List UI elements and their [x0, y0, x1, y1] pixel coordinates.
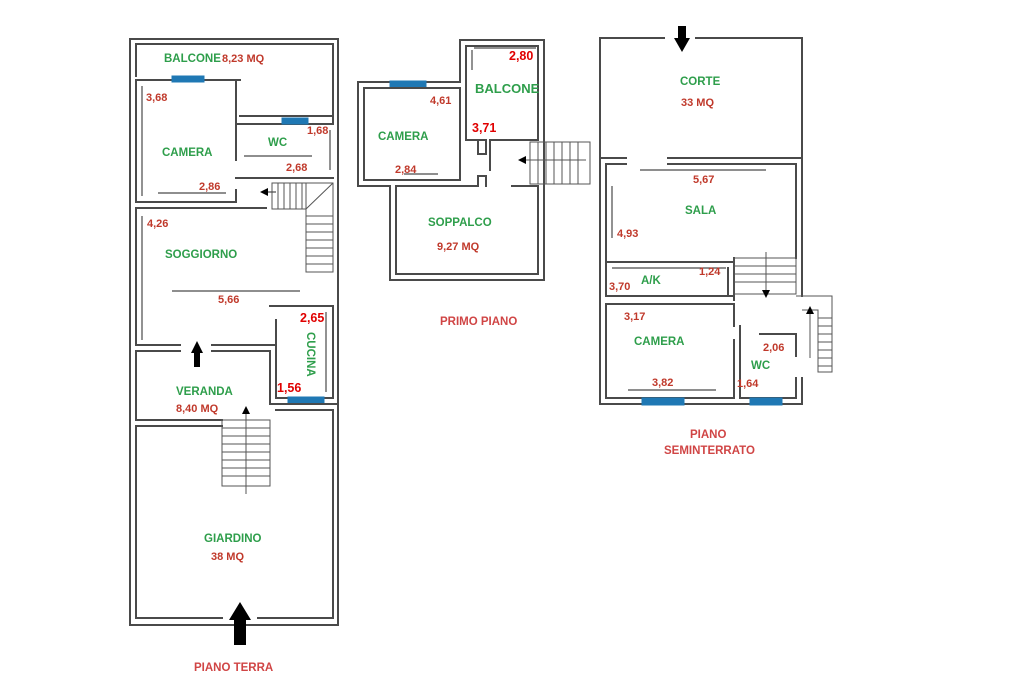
- room-label-wc-sem: WC: [751, 360, 770, 372]
- dim-balcone-primo-h: 3,71: [472, 121, 496, 135]
- stair-arrow-icon: [806, 306, 814, 314]
- room-label-giardino: GIARDINO: [204, 533, 262, 545]
- outer-wall-primo: [357, 39, 545, 281]
- plan-primo-piano: CAMERA 4,61 2,84 2,80 BALCONE 3,71 SOPPA…: [357, 39, 591, 328]
- room-label-soppalco: SOPPALCO: [428, 217, 492, 229]
- area-giardino: 38 MQ: [211, 551, 244, 563]
- dim-wc-w: 2,68: [286, 162, 307, 174]
- room-label-corte: CORTE: [680, 76, 721, 88]
- floor-title-primo: PRIMO PIANO: [440, 316, 517, 328]
- room-label-sala: SALA: [685, 205, 716, 217]
- window: [641, 397, 685, 406]
- stair-arrow-icon: [242, 406, 250, 414]
- plan-piano-terra: BALCONE 8,23 MQ 3,68 CAMERA 2,86 WC 1,68…: [129, 38, 339, 674]
- stairs: [526, 141, 591, 185]
- dim-cucina-w: 1,56: [277, 381, 301, 395]
- floor-title-sem-2: SEMINTERRATO: [664, 445, 755, 457]
- floor-title-sem-1: PIANO: [690, 429, 726, 441]
- stairs: [733, 252, 833, 373]
- dim-camera-sem-w: 3,82: [652, 377, 673, 389]
- dim-soggiorno-h: 4,26: [147, 218, 168, 230]
- dim-wc-h: 1,68: [307, 125, 328, 137]
- dim-ak-w: 1,24: [699, 266, 721, 278]
- window: [281, 117, 309, 125]
- dim-wc-sem-h: 2,06: [763, 342, 784, 354]
- dim-camera-primo-h: 4,61: [430, 95, 451, 107]
- room-label-soggiorno: SOGGIORNO: [165, 249, 237, 261]
- area-balcone: 8,23 MQ: [222, 53, 265, 65]
- dim-soggiorno-w: 5,66: [218, 294, 239, 306]
- room-label-camera-primo: CAMERA: [378, 131, 428, 143]
- room-label-wc: WC: [268, 137, 287, 149]
- room-label-camera: CAMERA: [162, 147, 212, 159]
- dim-camera-sem-h: 3,17: [624, 311, 645, 323]
- window: [389, 80, 427, 88]
- dim-sala-h: 4,93: [617, 228, 638, 240]
- room-label-ak: A/K: [641, 275, 662, 287]
- dim-wc-sem-w: 1,64: [737, 378, 759, 390]
- dim-camera-w: 2,86: [199, 181, 220, 193]
- room-label-veranda: VERANDA: [176, 386, 233, 398]
- entrance-arrow-icon: [191, 341, 203, 367]
- stairs: [221, 414, 271, 494]
- area-soppalco: 9,27 MQ: [437, 241, 480, 253]
- dim-balcone-primo-w: 2,80: [509, 49, 533, 63]
- area-veranda: 8,40 MQ: [176, 403, 219, 415]
- room-label-cucina: CUCINA: [304, 332, 316, 377]
- plan-piano-seminterrato: CORTE 33 MQ 5,67 SALA 4,93 A/K 1,24 3,70…: [599, 26, 833, 457]
- window: [749, 397, 783, 406]
- area-corte: 33 MQ: [681, 97, 714, 109]
- dim-cucina-h: 2,65: [300, 311, 324, 325]
- room-label-camera-sem: CAMERA: [634, 336, 684, 348]
- dim-ak-h: 3,70: [609, 281, 630, 293]
- dim-camera-primo-w: 2,84: [395, 164, 417, 176]
- stairs: [271, 182, 334, 273]
- dim-camera-h: 3,68: [146, 92, 167, 104]
- window: [171, 75, 205, 83]
- room-label-balcone-primo: BALCONE: [475, 81, 540, 96]
- floor-title-terra: PIANO TERRA: [194, 662, 273, 674]
- balcone-wall: [135, 43, 334, 117]
- window: [287, 396, 325, 405]
- dim-sala-w: 5,67: [693, 174, 714, 186]
- stair-arrow-icon: [762, 290, 770, 298]
- room-label-balcone: BALCONE: [164, 53, 221, 65]
- entrance-arrow-icon: [674, 26, 690, 52]
- stair-arrow-icon: [518, 156, 526, 164]
- stair-arrow-icon: [260, 188, 268, 196]
- entrance-arrow-icon: [229, 602, 251, 645]
